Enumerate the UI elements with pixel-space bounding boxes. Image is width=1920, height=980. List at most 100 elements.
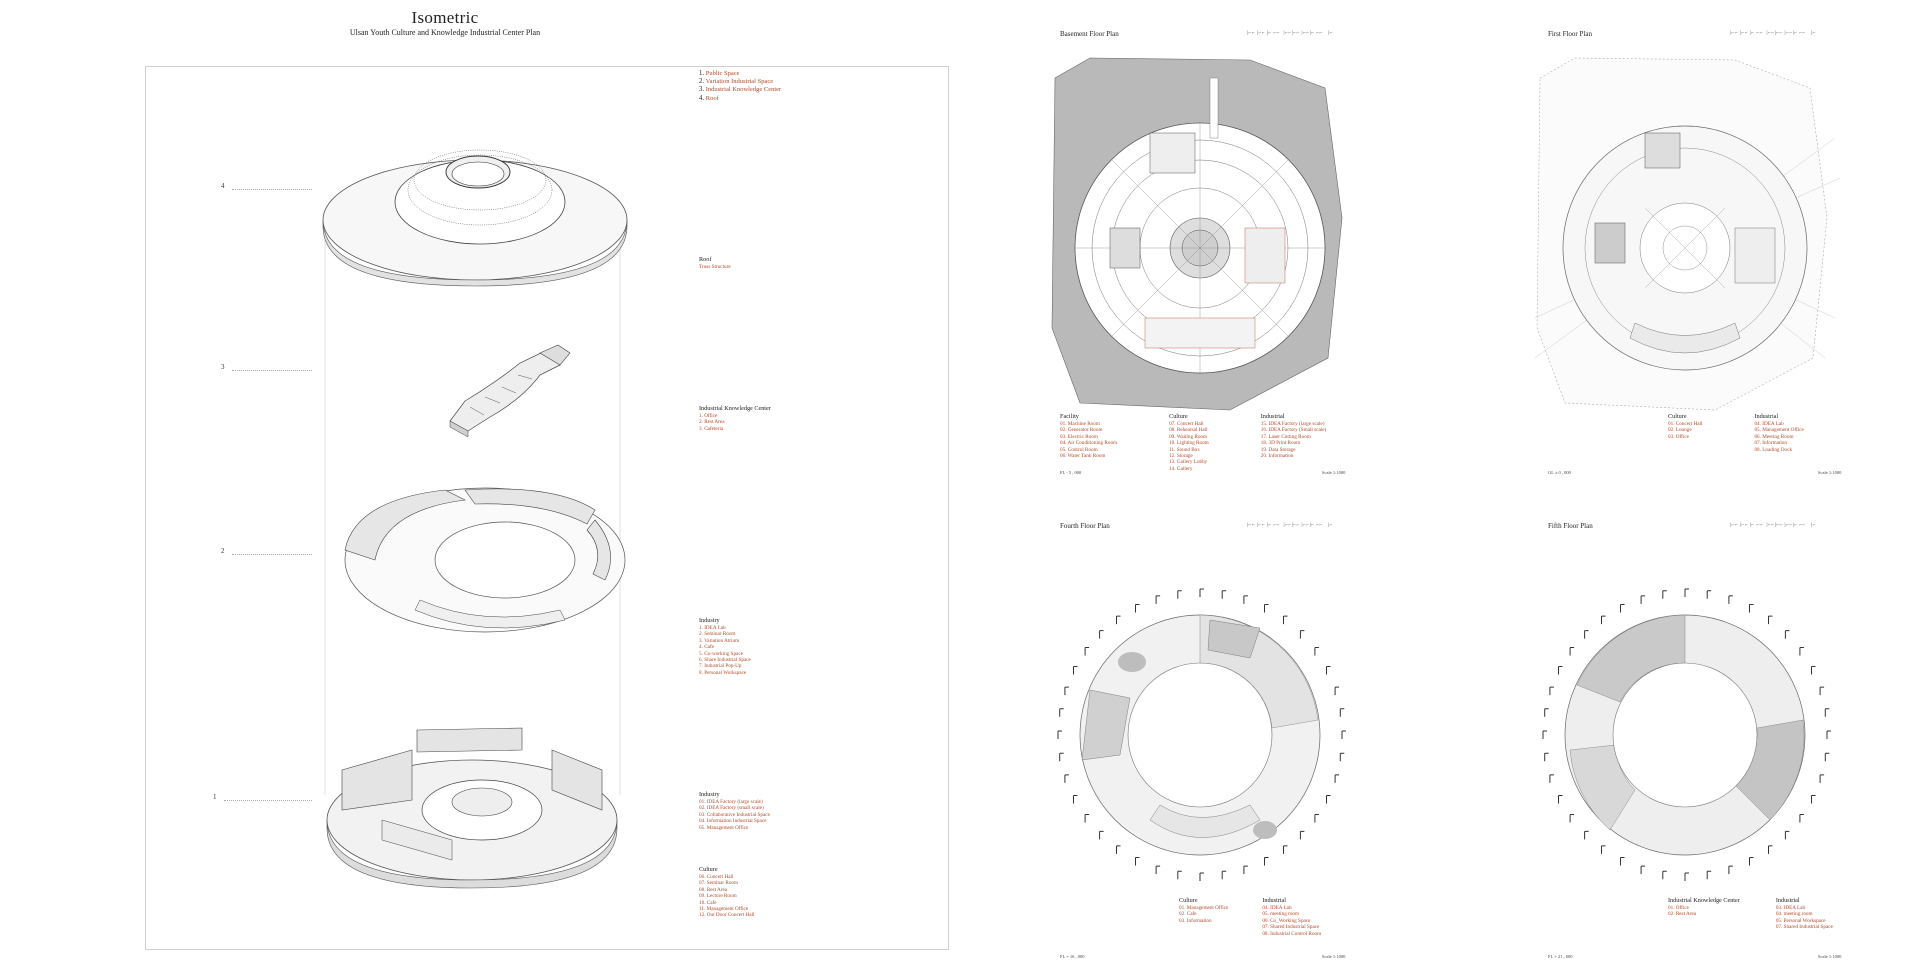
column-marker — [1768, 845, 1773, 854]
column-marker — [1799, 647, 1804, 656]
fourth-plan-title: Fourth Floor Plan — [1060, 522, 1110, 530]
column-marker — [1243, 595, 1248, 604]
first-plan-title: First Floor Plan — [1548, 30, 1592, 38]
level-number-4: 4 — [221, 182, 225, 190]
column-marker — [1824, 752, 1830, 762]
column-marker — [1064, 774, 1069, 783]
column-marker — [1299, 830, 1305, 840]
fifth-plan-drawing — [1542, 588, 1831, 881]
industry-l1-list: 01. IDEA Factory (large scale) 02. IDEA … — [699, 799, 770, 831]
column-marker — [1339, 708, 1345, 717]
column-marker — [1826, 730, 1831, 739]
fifth-plan-title: Fifth Floor Plan — [1548, 522, 1593, 530]
fifth-scale: Scale 1:1000 — [1818, 954, 1842, 959]
basement-elevation: FL - 5 , 000 — [1060, 470, 1082, 475]
column-marker — [1155, 595, 1161, 604]
first-scale: Scale 1:1000 — [1818, 470, 1842, 475]
column-marker — [1283, 845, 1288, 854]
column-marker — [1177, 870, 1182, 880]
column-marker — [1824, 708, 1830, 717]
culture-l1-list: 06. Concert Hall 07. Seminar Room 08. Re… — [699, 874, 755, 919]
column-marker — [1584, 630, 1589, 639]
level-leader-2 — [232, 554, 312, 555]
column-marker — [1116, 845, 1121, 854]
column-marker — [1314, 814, 1319, 823]
column-marker — [1135, 604, 1140, 613]
column-marker — [1620, 857, 1625, 866]
page-title: Isometric — [411, 8, 479, 27]
fourth-elevation: FL + 16 , 000 — [1060, 954, 1085, 959]
page-subtitle: Ulsan Youth Culture and Knowledge Indust… — [349, 28, 541, 37]
roof-isometric — [322, 149, 628, 287]
column-marker — [1099, 830, 1104, 840]
column-marker — [1784, 830, 1790, 840]
column-marker — [1057, 730, 1062, 739]
fourth-plan-drawing — [1057, 588, 1346, 881]
fifth-scalebar: |⌐⌐ |⌐⌐ |⌐ ⌐⌐ |⌐⌐|⌐⌐ |⌐⌐|⌐ ⌐⌐ |⌐ — [1730, 523, 1816, 528]
column-marker — [1749, 857, 1754, 866]
column-marker — [1684, 588, 1689, 597]
column-marker — [1326, 795, 1331, 804]
column-marker — [1135, 857, 1140, 866]
iso-legend: 1. Public Space 2. Variation Industrial … — [699, 70, 781, 103]
column-marker — [1811, 666, 1816, 675]
first-plan-drawing — [1534, 57, 1841, 411]
column-marker — [1601, 845, 1606, 854]
column-marker — [1819, 774, 1825, 783]
column-marker — [1728, 865, 1733, 875]
column-marker — [1569, 647, 1575, 656]
column-marker — [1059, 708, 1064, 717]
fifth-elevation: FL + 21 , 000 — [1548, 954, 1573, 959]
column-marker — [1084, 814, 1090, 823]
column-marker — [1706, 870, 1712, 880]
column-marker — [1542, 730, 1547, 739]
column-marker — [1819, 686, 1825, 696]
column-marker — [1784, 630, 1790, 639]
legend-item-3: 3. Industrial Knowledge Center — [699, 86, 782, 94]
column-marker — [1059, 752, 1064, 762]
column-marker — [1684, 872, 1689, 881]
column-marker — [1749, 604, 1754, 613]
basement-plan-drawing — [1051, 57, 1343, 411]
ikc-list: 1. Office 2. Rest Area 3. Cafeteria — [699, 413, 725, 432]
column-marker — [1544, 708, 1549, 717]
column-marker — [1558, 666, 1563, 675]
column-marker — [1620, 604, 1625, 613]
column-marker — [1544, 752, 1549, 762]
fourth-scalebar: |⌐⌐ |⌐⌐ |⌐ ⌐⌐ |⌐⌐|⌐⌐ |⌐⌐|⌐ ⌐⌐ |⌐ — [1247, 523, 1333, 528]
column-marker — [1640, 865, 1646, 875]
legend-item-4: 4. Roof — [699, 94, 719, 102]
level-number-3: 3 — [221, 363, 225, 371]
column-marker — [1640, 595, 1646, 604]
basement-plan-title: Basement Floor Plan — [1060, 30, 1119, 38]
column-marker — [1662, 590, 1667, 599]
column-marker — [1601, 615, 1606, 625]
first-elevation: GL ± 0 , 000 — [1548, 470, 1571, 475]
column-marker — [1314, 647, 1319, 656]
column-marker — [1155, 865, 1161, 875]
column-marker — [1768, 615, 1773, 625]
fourth-scale: Scale 1:1000 — [1322, 954, 1346, 959]
legend-item-2: 2. Variation Industrial Space — [699, 78, 774, 86]
column-marker — [1177, 590, 1182, 599]
column-marker — [1264, 857, 1269, 866]
basement-legend-col: Industrial 15. IDEA Factory (large scale… — [1260, 413, 1327, 460]
roof-label: Roof Truss Structure — [699, 256, 731, 270]
industry-l1-label: Industry 01. IDEA Factory (large scale) … — [699, 791, 770, 831]
column-marker — [1199, 872, 1204, 881]
column-marker — [1549, 686, 1554, 696]
culture-l1-label: Culture 06. Concert Hall 07. Seminar Roo… — [699, 866, 755, 919]
column-marker — [1221, 590, 1227, 599]
public-level-isometric — [326, 727, 618, 889]
column-marker — [1334, 686, 1340, 696]
column-marker — [1799, 814, 1804, 823]
